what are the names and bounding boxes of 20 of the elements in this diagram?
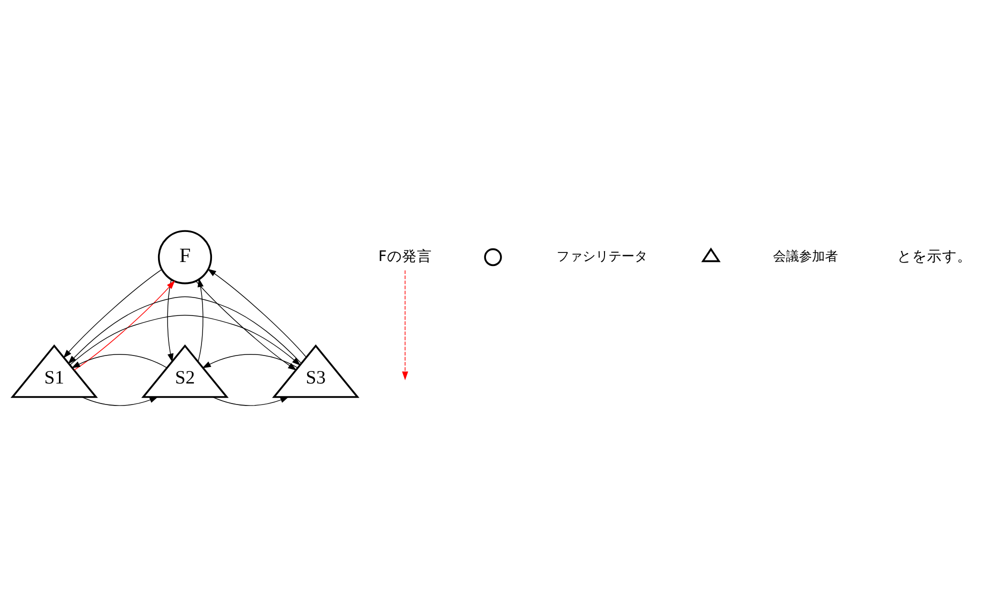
arrow — [195, 280, 297, 370]
node-circle: F — [158, 230, 212, 284]
arrow — [71, 354, 168, 368]
arrow — [70, 314, 301, 366]
node-triangle — [701, 248, 721, 262]
arrow — [202, 354, 298, 368]
legend-label: 会議参加者 — [772, 249, 838, 264]
arrow — [198, 278, 204, 362]
arrow — [68, 296, 302, 364]
node-circle — [484, 248, 502, 266]
arrow — [207, 268, 307, 358]
arrow — [402, 270, 408, 380]
legend-label: ファシリテータ — [556, 249, 648, 264]
node-text: Fの発言 — [378, 248, 432, 265]
arrow — [82, 396, 158, 406]
arrow — [167, 279, 174, 362]
arrow — [74, 280, 176, 370]
label: とを示す。 — [897, 248, 972, 265]
arrow — [212, 396, 290, 406]
arrow — [63, 269, 162, 358]
